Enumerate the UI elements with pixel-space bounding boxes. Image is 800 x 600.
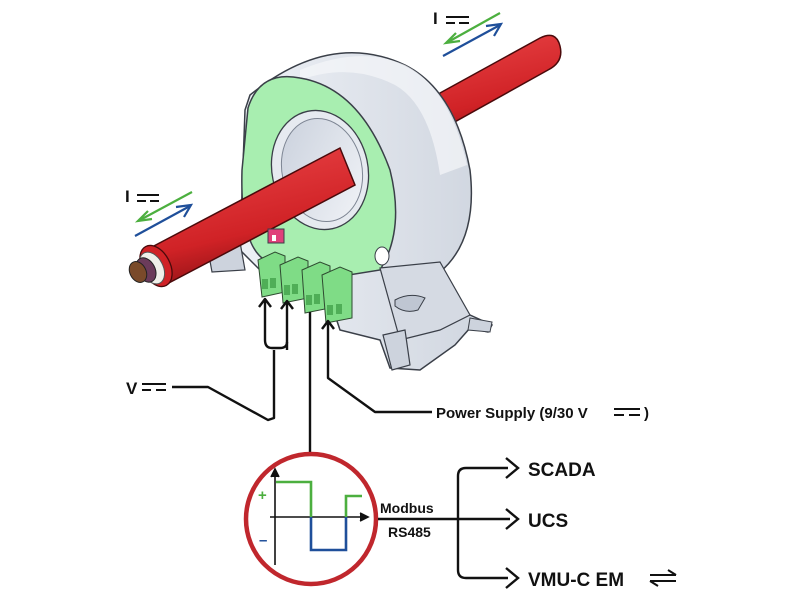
rs485-label: RS485: [388, 524, 431, 540]
waveform-axes: [270, 467, 370, 565]
output-arrows: [505, 457, 520, 589]
current-label-left: I: [125, 187, 159, 206]
dc-symbol-icon: [446, 16, 469, 24]
dc-symbol-icon: [142, 383, 166, 391]
rs485-signal-inset: + –: [243, 451, 379, 587]
svg-text:I: I: [125, 187, 130, 206]
dip-switch: [267, 228, 285, 244]
bidirectional-icon: [649, 569, 677, 587]
svg-text:V: V: [126, 379, 138, 398]
output-ucs: UCS: [528, 511, 568, 532]
output-vmu-c-em: VMU-C EM: [528, 570, 624, 591]
terminal-block-power: [321, 266, 353, 324]
waveform-negative: [309, 517, 348, 552]
power-supply-wire: [321, 319, 432, 414]
current-arrows-left: [134, 191, 194, 237]
voltage-label: V: [126, 379, 166, 398]
output-scada: SCADA: [528, 460, 596, 481]
terminal-blocks: [257, 251, 353, 324]
dc-symbol-icon: [137, 194, 159, 202]
modbus-label: Modbus: [380, 500, 434, 516]
current-label-top: I: [433, 9, 469, 28]
svg-text:I: I: [433, 9, 438, 28]
arrow-vmu: [505, 567, 520, 589]
arrow-ucs: [505, 508, 520, 530]
power-supply-label: Power Supply (9/30 V ): [436, 405, 649, 422]
plus-sign: +: [258, 487, 267, 504]
cable-front-segment: [128, 146, 356, 288]
voltage-wires: [172, 297, 294, 422]
waveform-positive: [276, 480, 362, 517]
arrow-scada: [505, 457, 520, 479]
minus-sign: –: [259, 532, 267, 549]
modbus-bus: [378, 466, 510, 580]
current-arrows-top: [442, 12, 504, 57]
dc-symbol-icon: [614, 408, 640, 416]
svg-text:Power Supply (9/30 V: Power Supply (9/30 V: [436, 405, 588, 422]
svg-text:): ): [644, 405, 649, 422]
